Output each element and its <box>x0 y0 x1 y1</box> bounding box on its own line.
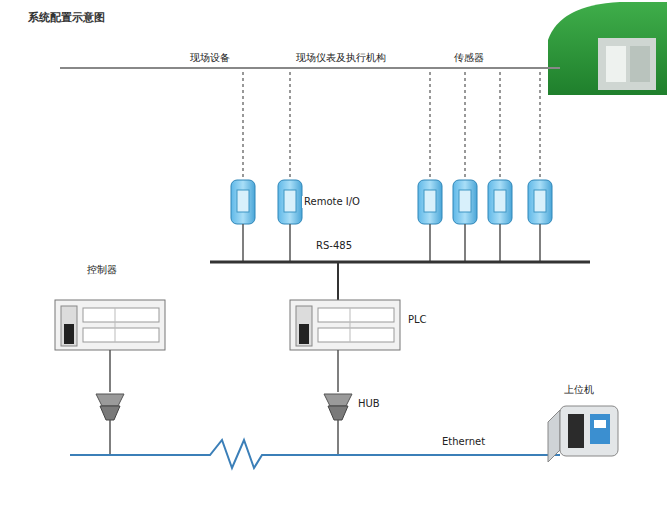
field-drops <box>243 72 540 180</box>
hub-symbol <box>96 394 124 455</box>
network-label: Ethernet <box>440 436 487 448</box>
remote-io-modules <box>231 180 255 224</box>
field-line <box>60 67 560 69</box>
device-label: 上位机 <box>562 384 596 396</box>
device-label: 控制器 <box>85 264 119 276</box>
plc-device-node: PLC <box>290 300 400 350</box>
field-group-label: 现场仪表及执行机构 <box>294 52 388 64</box>
hub-symbol <box>324 394 352 455</box>
io-module <box>278 180 302 224</box>
plc-cable <box>337 350 339 392</box>
io-module <box>528 180 552 224</box>
computer-icon <box>548 406 618 462</box>
io-module-group <box>231 180 552 224</box>
host-computer: 上位机 <box>548 402 620 464</box>
module-label: Remote I/O <box>302 196 362 208</box>
field-group-label: 现场设备 <box>188 52 232 64</box>
io-module <box>418 180 442 224</box>
module-drops <box>243 224 540 262</box>
plc-device <box>55 300 165 350</box>
io-module <box>231 180 255 224</box>
plc-device <box>290 300 400 350</box>
io-module <box>488 180 512 224</box>
device-label: PLC <box>406 314 429 326</box>
hub-label: HUB <box>356 398 382 410</box>
fieldbus-line <box>210 261 590 264</box>
field-group-label: 传感器 <box>452 52 486 64</box>
controller-device: 控制器 <box>55 300 165 350</box>
plant-building <box>548 2 667 95</box>
diagram-title: 系统配置示意图 <box>28 10 105 25</box>
bus-label: RS-485 <box>314 240 354 252</box>
io-module <box>453 180 477 224</box>
plc-cable <box>109 350 111 392</box>
bus-drop <box>337 262 339 300</box>
